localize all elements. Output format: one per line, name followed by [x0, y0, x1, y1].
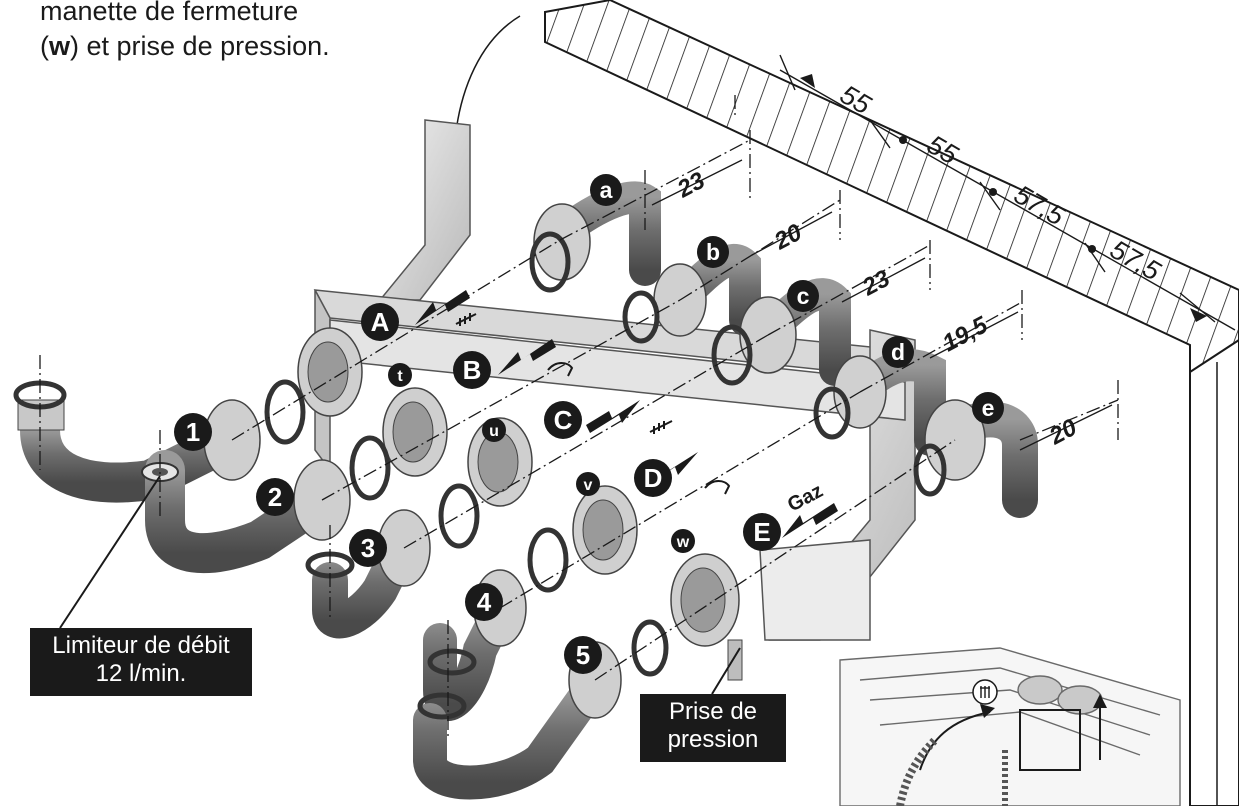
svg-text:d: d	[891, 339, 905, 365]
inset-detail	[839, 647, 1181, 806]
limiter-leader-line	[59, 475, 161, 629]
number-markers: 1 2 3 4 5	[174, 413, 602, 674]
wall	[544, 0, 1239, 806]
valve-markers: t u v w	[388, 363, 695, 553]
marker-C: C	[544, 401, 582, 439]
svg-text:3: 3	[361, 533, 375, 563]
flow-limiter-callout: Limiteur de débit 12 l/min.	[30, 628, 252, 696]
marker-c: c	[787, 280, 819, 312]
svg-text:5: 5	[576, 640, 590, 670]
marker-v: v	[576, 472, 600, 496]
marker-A: A	[361, 303, 399, 341]
marker-b: b	[697, 236, 729, 268]
marker-a: a	[590, 174, 622, 206]
svg-text:t: t	[397, 368, 403, 385]
svg-text:D: D	[644, 463, 663, 493]
marker-t: t	[388, 363, 412, 387]
marker-3: 3	[349, 529, 387, 567]
flow-arrow-B	[498, 339, 556, 375]
flow-arrow-C	[586, 400, 640, 433]
marker-B: B	[453, 351, 491, 389]
caption-line-2-rest: ) et prise de pression.	[70, 31, 330, 61]
pipe-offset-dimension-lines	[651, 159, 1113, 451]
svg-text:E: E	[753, 517, 770, 547]
tap-icon	[547, 362, 574, 377]
marker-4: 4	[465, 583, 503, 621]
front-pipe-1	[20, 410, 250, 503]
marker-u: u	[482, 418, 506, 442]
marker-5: 5	[564, 636, 602, 674]
tap-icon-2	[704, 480, 731, 495]
marker-E: E	[743, 513, 781, 551]
alignment-axes	[39, 95, 1119, 740]
svg-text:B: B	[463, 355, 482, 385]
svg-text:A: A	[371, 307, 390, 337]
valve-B	[382, 387, 448, 477]
gas-label: Gaz	[784, 480, 827, 517]
front-pipe-5	[413, 673, 607, 800]
flow-arrow-E	[782, 503, 838, 538]
valve-A	[297, 327, 363, 417]
svg-text:u: u	[489, 423, 499, 440]
front-seal-rings	[13, 379, 669, 720]
pipe-letter-markers: a b c d e	[590, 174, 1004, 424]
svg-text:b: b	[706, 239, 720, 265]
valve-E	[670, 553, 740, 647]
pressure-leader-line	[711, 647, 741, 695]
pressure-port-callout: Prise de pression	[640, 694, 786, 762]
svg-text:C: C	[554, 405, 573, 435]
wall-dimension-arrows	[800, 74, 1207, 322]
radiator-icon	[455, 313, 477, 326]
svg-text:e: e	[982, 395, 995, 421]
front-pipe-3	[312, 532, 418, 639]
flow-limiter-callout-line-2: 12 l/min.	[95, 660, 187, 687]
rear-seal-rings	[529, 231, 947, 497]
svg-text:1: 1	[186, 417, 200, 447]
svg-text:c: c	[797, 283, 810, 309]
wall-dimension-dots	[899, 136, 1096, 253]
flow-arrow-A	[415, 290, 470, 325]
caption-line-2: (w) et prise de pression.	[40, 29, 460, 64]
pipe-dim-e: 20	[1044, 414, 1082, 451]
svg-text:2: 2	[268, 482, 282, 512]
front-pipe-2	[145, 450, 340, 574]
flow-limiter-callout-line-1: Limiteur de débit	[52, 632, 230, 659]
radiator-icon-2	[649, 420, 673, 434]
letter-markers: A B C D E	[361, 303, 781, 551]
caption-valve-letter: w	[49, 31, 71, 61]
pressure-port-callout-line-2: pression	[667, 726, 759, 753]
marker-D: D	[634, 459, 672, 497]
caption-text: manette de fermeture (w) et prise de pre…	[40, 0, 460, 64]
caption-line-1: manette de fermeture	[40, 0, 299, 26]
valve-C	[467, 417, 533, 507]
pipe-dim-b: 20	[769, 219, 807, 256]
marker-e: e	[972, 392, 1004, 424]
circuit-symbols	[455, 313, 731, 495]
pipe-dim-d: 19,5	[938, 311, 992, 357]
caption-leader-line	[454, 15, 521, 141]
pipe-dim-a: 23	[672, 167, 710, 204]
pressure-port	[727, 639, 743, 681]
svg-text:4: 4	[477, 587, 492, 617]
pressure-port-callout-line-1: Prise de	[668, 698, 758, 725]
svg-text:w: w	[676, 534, 690, 551]
valve-manifold	[297, 319, 906, 681]
svg-text:a: a	[600, 177, 613, 203]
svg-text:v: v	[584, 477, 593, 494]
marker-1: 1	[174, 413, 212, 451]
pipe-dim-c: 23	[857, 265, 895, 302]
marker-d: d	[882, 336, 914, 368]
marker-2: 2	[256, 478, 294, 516]
marker-w: w	[671, 529, 695, 553]
valve-D	[572, 485, 638, 575]
caption-paren-open: (	[40, 31, 49, 61]
